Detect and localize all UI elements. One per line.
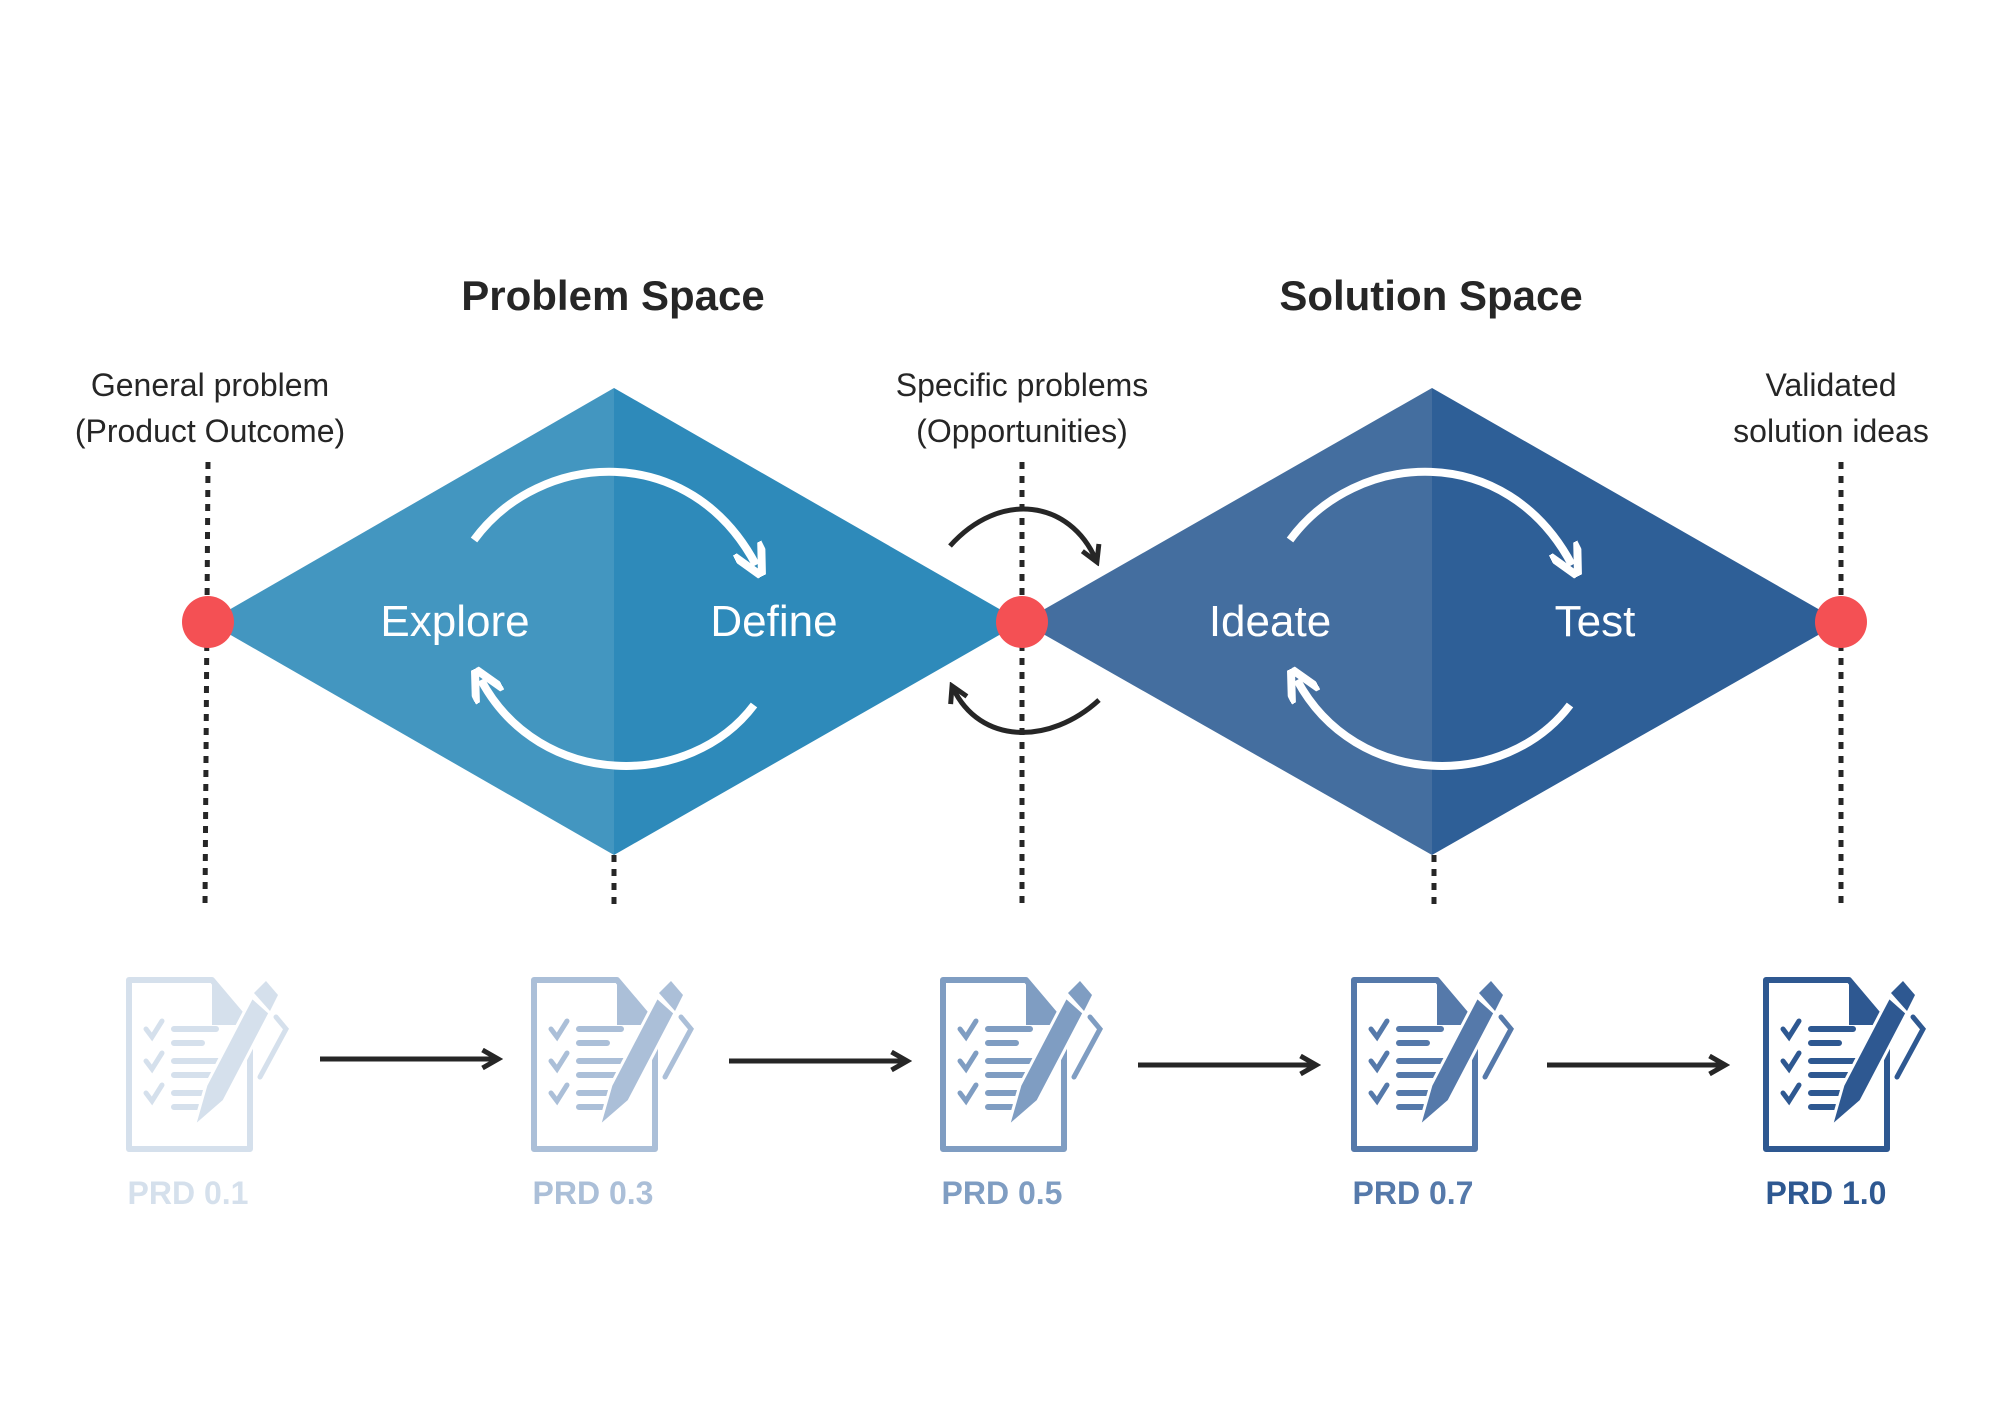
curved-arrow-icon bbox=[948, 506, 1096, 560]
document-pencil-icon bbox=[1766, 980, 1923, 1149]
document-pencil-icon bbox=[129, 980, 286, 1149]
solution-space-title: Solution Space bbox=[1279, 272, 1582, 319]
transition-arrows bbox=[948, 506, 1101, 735]
cycle-arrow-icon bbox=[1297, 680, 1574, 770]
phase-ideate: Ideate bbox=[1209, 597, 1331, 646]
svg-text:Specific problems: Specific problems bbox=[896, 367, 1149, 403]
cycle-arrow-icon bbox=[470, 467, 756, 565]
prd-label: PRD 1.0 bbox=[1766, 1175, 1887, 1211]
solution-cycle-arrows bbox=[1286, 467, 1574, 770]
prd-label: PRD 0.3 bbox=[533, 1175, 654, 1211]
svg-text:(Product Outcome): (Product Outcome) bbox=[75, 413, 345, 449]
phase-test: Test bbox=[1555, 597, 1636, 646]
dotted-line-general bbox=[202, 461, 211, 907]
document-pencil-icon bbox=[943, 980, 1100, 1149]
milestone-label-specific: Specific problems (Opportunities) bbox=[896, 367, 1149, 449]
prd-label: PRD 0.1 bbox=[128, 1175, 249, 1211]
phase-define: Define bbox=[710, 597, 837, 646]
milestone-dot-specific bbox=[996, 596, 1048, 648]
problem-cycle-arrows bbox=[470, 467, 758, 770]
svg-text:(Opportunities): (Opportunities) bbox=[916, 413, 1128, 449]
cycle-arrow-icon bbox=[1286, 467, 1572, 565]
svg-text:General problem: General problem bbox=[91, 367, 329, 403]
milestone-label-validated: Validated solution ideas bbox=[1733, 367, 1929, 449]
problem-space-title: Problem Space bbox=[461, 272, 764, 319]
curved-arrow-icon bbox=[953, 688, 1101, 735]
document-pencil-icon bbox=[1354, 980, 1511, 1149]
problem-space-diamond bbox=[208, 388, 1022, 855]
svg-text:solution ideas: solution ideas bbox=[1733, 413, 1929, 449]
prd-document-4: PRD 1.0 bbox=[1766, 980, 1923, 1211]
cycle-arrow-icon bbox=[481, 680, 758, 770]
phase-explore: Explore bbox=[380, 597, 529, 646]
prd-document-2: PRD 0.5 bbox=[942, 980, 1100, 1211]
milestone-dot-validated bbox=[1815, 596, 1867, 648]
solution-space-diamond bbox=[1022, 388, 1841, 855]
svg-text:Validated: Validated bbox=[1765, 367, 1896, 403]
prd-document-0: PRD 0.1 bbox=[128, 980, 286, 1211]
prd-label: PRD 0.5 bbox=[942, 1175, 1063, 1211]
progression-arrows bbox=[320, 1059, 1723, 1065]
prd-document-1: PRD 0.3 bbox=[533, 980, 691, 1211]
milestone-label-general: General problem (Product Outcome) bbox=[75, 367, 345, 449]
document-pencil-icon bbox=[534, 980, 691, 1149]
milestone-dot-general bbox=[182, 596, 234, 648]
prd-document-3: PRD 0.7 bbox=[1353, 980, 1511, 1211]
prd-label: PRD 0.7 bbox=[1353, 1175, 1474, 1211]
